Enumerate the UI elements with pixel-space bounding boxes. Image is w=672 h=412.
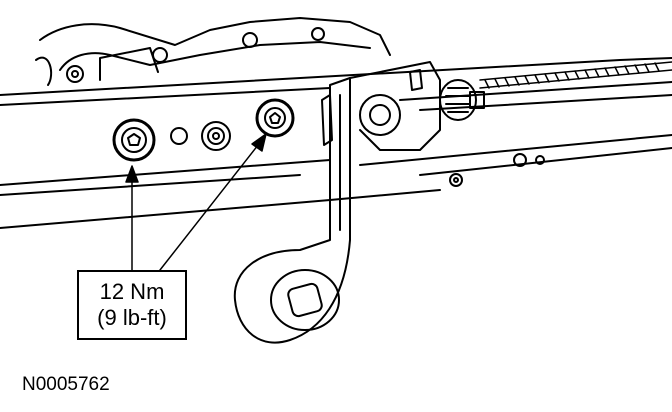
leader-arrow-right [159, 139, 263, 271]
torx-bolt-right [255, 98, 295, 138]
upper-frame [35, 17, 391, 86]
leader-lines [125, 133, 267, 271]
pinion-gear [439, 79, 485, 121]
torque-callout: 12 Nm (9 lb-ft) [77, 270, 187, 340]
torque-imperial-label: (9 lb-ft) [97, 305, 167, 330]
torx-bolt-left [112, 118, 156, 162]
recliner-bracket [233, 61, 441, 344]
torque-metric-label: 12 Nm [99, 279, 165, 304]
figure-id: N0005762 [22, 374, 110, 395]
fasteners [112, 98, 545, 187]
seat-rail [0, 57, 672, 229]
rack-teeth [479, 61, 672, 89]
